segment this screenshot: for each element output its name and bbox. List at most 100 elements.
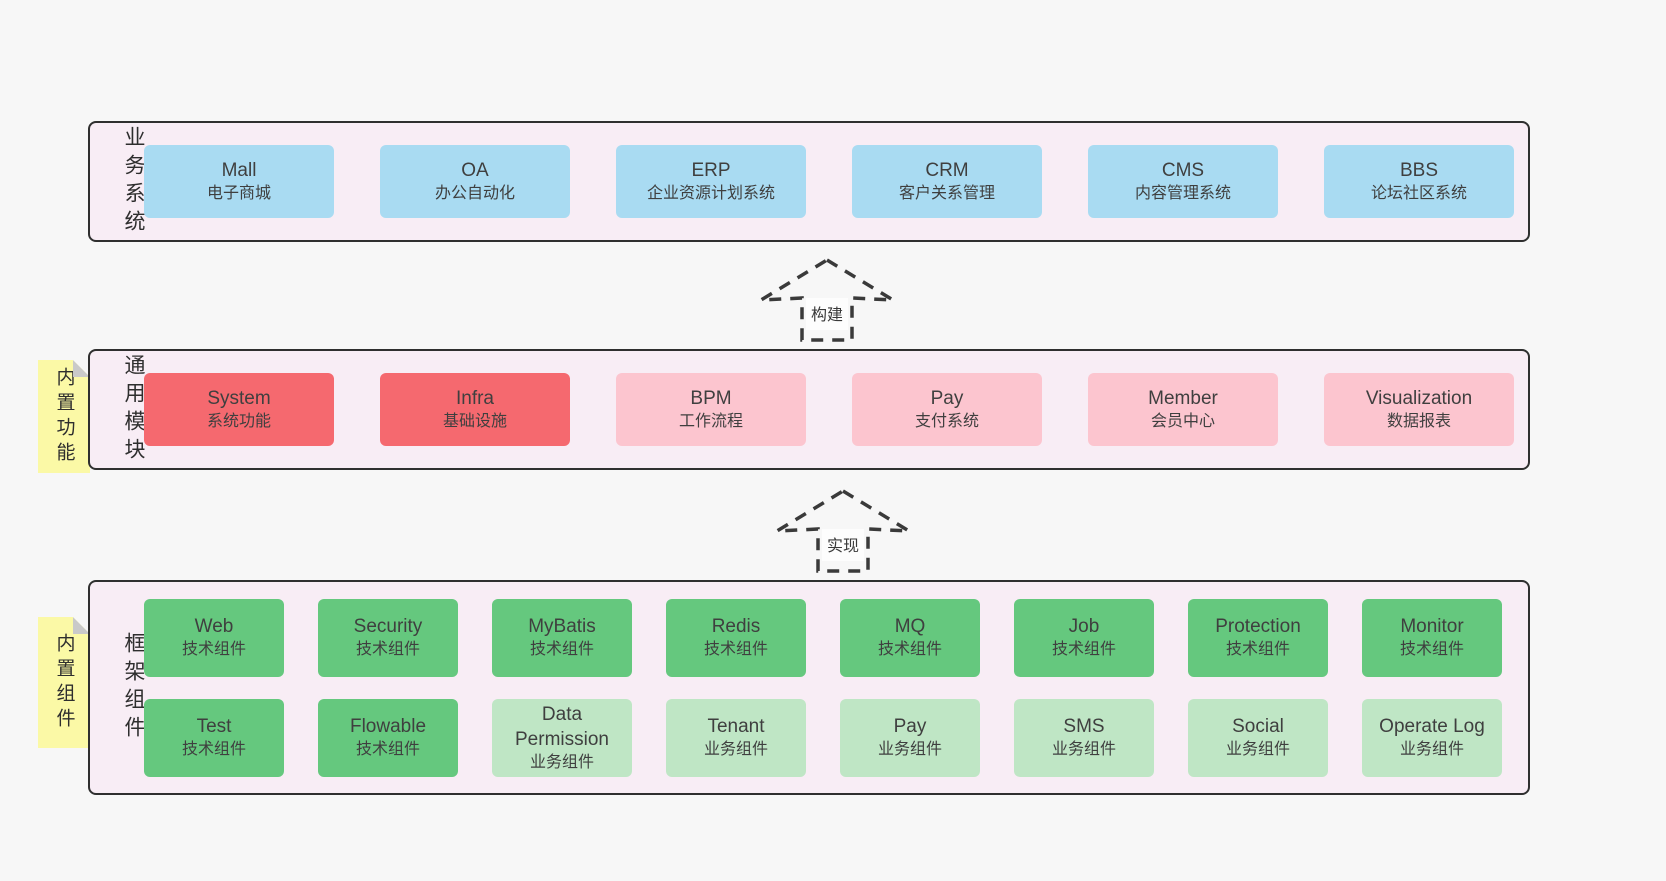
box-title: Flowable [349,716,427,738]
sticky-note-label: 内置功能 [53,366,75,467]
box-title: Web [194,616,234,638]
box-subtitle: 企业资源计划系统 [646,185,775,203]
sticky-note-built-in-features: 内置功能 [38,360,90,473]
box-subtitle: 技术组件 [703,641,768,659]
diagram-box-cms: CMS 内容管理系统 [1088,145,1278,218]
diagram-box-web: Web 技术组件 [144,598,284,677]
diagram-box-flowable: Flowable 技术组件 [318,698,458,777]
diagram-box-test: Test 技术组件 [144,698,284,777]
box-title: Member [1148,388,1218,410]
box-title: Visualization [1365,388,1473,410]
box-title: Pay [930,388,964,410]
box-subtitle: 技术组件 [1399,641,1464,659]
diagram-box-bbs: BBS 论坛社区系统 [1324,145,1514,218]
box-subtitle: 技术组件 [181,641,246,659]
box-title: MQ [894,616,926,638]
sticky-note-label: 内置组件 [53,632,75,733]
band-common-modules: 通用模块 System 系统功能 Infra 基础设施 BPM 工作流程 Pay 支付系统 Me… [88,349,1530,470]
box-title: MyBatis [528,616,596,638]
box-title: System [207,388,271,410]
arrow-implement: 实现 [773,487,913,573]
box-title: SMS [1063,716,1105,738]
box-title: Operate Log [1379,716,1485,738]
diagram-box-mall: Mall 电子商城 [144,145,334,218]
box-title: Test [196,716,232,738]
box-subtitle: 客户关系管理 [898,185,995,203]
arrow-build: 构建 [757,256,897,342]
diagram-box-erp: ERP 企业资源计划系统 [616,145,806,218]
box-subtitle: 内容管理系统 [1134,185,1231,203]
box-subtitle: 电子商城 [206,185,271,203]
box-subtitle: 业务组件 [1399,741,1464,759]
box-title: Infra [455,388,495,410]
box-subtitle: 技术组件 [181,741,246,759]
diagram-box-visualization: Visualization 数据报表 [1324,373,1514,446]
box-title: Pay [893,716,927,738]
box-row: System 系统功能 Infra 基础设施 BPM 工作流程 Pay 支付系统 Member 会… [144,373,1514,446]
diagram-box-job: Job 技术组件 [1014,598,1154,677]
dashed-up-arrow-icon [760,257,894,342]
box-title: ERP [691,160,731,182]
diagram-box-redis: Redis 技术组件 [666,598,806,677]
box-title: Social [1232,716,1284,738]
box-subtitle: 技术组件 [529,641,594,659]
box-title: Monitor [1400,616,1464,638]
diagram-box-data-permission: Data Permission 业务组件 [492,698,632,777]
box-subtitle: 基础设施 [442,413,507,431]
box-subtitle: 业务组件 [529,754,594,772]
diagram-box-pay: Pay 支付系统 [852,373,1042,446]
box-subtitle: 业务组件 [1225,741,1290,759]
box-subtitle: 技术组件 [1225,641,1290,659]
box-subtitle: 系统功能 [206,413,271,431]
box-subtitle: 论坛社区系统 [1370,185,1467,203]
box-title: Redis [711,616,761,638]
box-subtitle: 办公自动化 [434,185,515,203]
box-title: BBS [1399,160,1439,182]
box-subtitle: 数据报表 [1386,413,1451,431]
box-title: Tenant [707,716,765,738]
box-title: Data Permission [515,703,609,750]
box-title: CMS [1161,160,1205,182]
diagram-box-infra: Infra 基础设施 [380,373,570,446]
diagram-box-mq: MQ 技术组件 [840,598,980,677]
diagram-box-sms: SMS 业务组件 [1014,698,1154,777]
diagram-box-system: System 系统功能 [144,373,334,446]
box-title: Protection [1215,616,1301,638]
diagram-box-security: Security 技术组件 [318,598,458,677]
box-title: CRM [925,160,969,182]
box-subtitle: 技术组件 [355,741,420,759]
diagram-box-member: Member 会员中心 [1088,373,1278,446]
box-title: Mall [221,160,257,182]
box-subtitle: 工作流程 [678,413,743,431]
box-subtitle: 技术组件 [355,641,420,659]
diagram-box-operate-log: Operate Log 业务组件 [1362,698,1502,777]
band-label: 业务系统 [122,125,145,238]
arrow-label: 构建 [805,298,849,330]
box-subtitle: 技术组件 [1051,641,1116,659]
diagram-box-protection: Protection 技术组件 [1188,598,1328,677]
diagram-box-crm: CRM 客户关系管理 [852,145,1042,218]
dashed-up-arrow-icon [776,488,910,573]
box-subtitle: 业务组件 [877,741,942,759]
arrow-label: 实现 [821,529,865,561]
box-title: Security [353,616,423,638]
box-row: Test 技术组件 Flowable 技术组件 Data Permission 业务组件 T… [144,698,1502,777]
box-title: Job [1068,616,1100,638]
box-title: BPM [690,388,732,410]
diagram-box-mybatis: MyBatis 技术组件 [492,598,632,677]
box-subtitle: 技术组件 [877,641,942,659]
diagram-box-monitor: Monitor 技术组件 [1362,598,1502,677]
band-label: 通用模块 [122,353,145,466]
box-subtitle: 支付系统 [914,413,979,431]
diagram-box-bpm: BPM 工作流程 [616,373,806,446]
box-subtitle: 会员中心 [1150,413,1215,431]
sticky-note-built-in-components: 内置组件 [38,617,90,748]
box-subtitle: 业务组件 [1051,741,1116,759]
